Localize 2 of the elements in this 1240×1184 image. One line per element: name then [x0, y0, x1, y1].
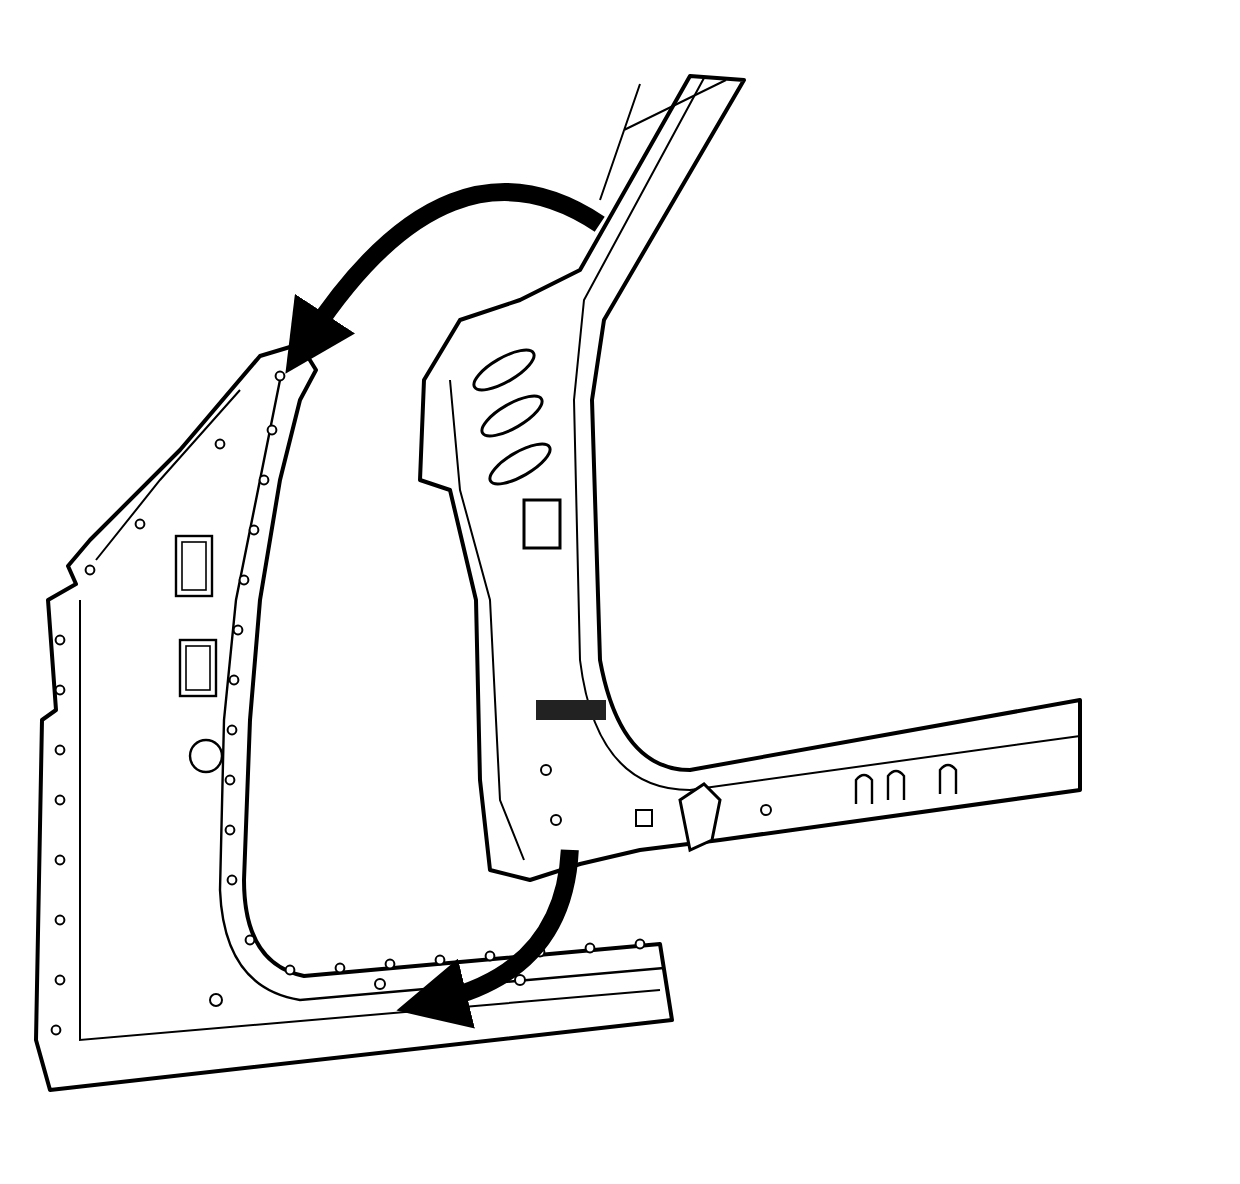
curved-arrow [284, 183, 605, 373]
curved-arrow [396, 849, 579, 1028]
